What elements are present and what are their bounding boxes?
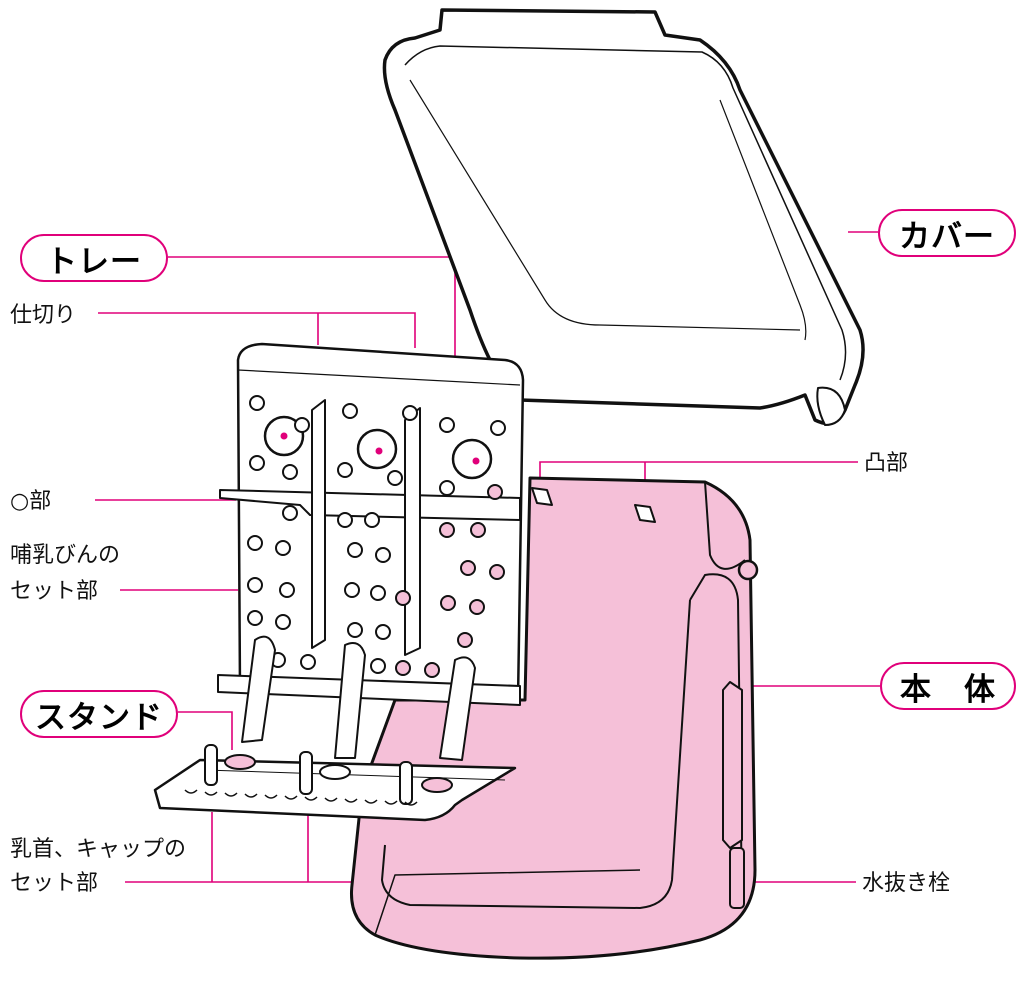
stand (153, 635, 517, 822)
tray (217, 342, 525, 706)
tray-holes-pink (395, 484, 505, 678)
bottle-set-label-line1: 哺乳びんの (10, 543, 120, 568)
o-part-label: ○部 (10, 489, 51, 514)
bottle-set-label-line2: セット部 (10, 579, 98, 604)
body-callout: 本 体 (880, 662, 1016, 710)
drain-plug-label: 水抜き栓 (862, 871, 950, 896)
nipple-set-label-line1: 乳首、キャップの (10, 837, 186, 862)
stand-slots (184, 789, 418, 806)
tray-dots (280, 432, 480, 465)
cover (382, 8, 865, 426)
main-body (349, 476, 759, 960)
stand-callout: スタンド (20, 690, 178, 738)
leader-lines (95, 231, 880, 883)
nipple-set-label-line2: セット部 (10, 871, 98, 896)
partition-label: 仕切り (10, 303, 76, 328)
convex-part-label: 凸部 (864, 451, 908, 476)
cover-callout: カバー (878, 209, 1016, 257)
tray-callout: トレー (20, 234, 168, 282)
